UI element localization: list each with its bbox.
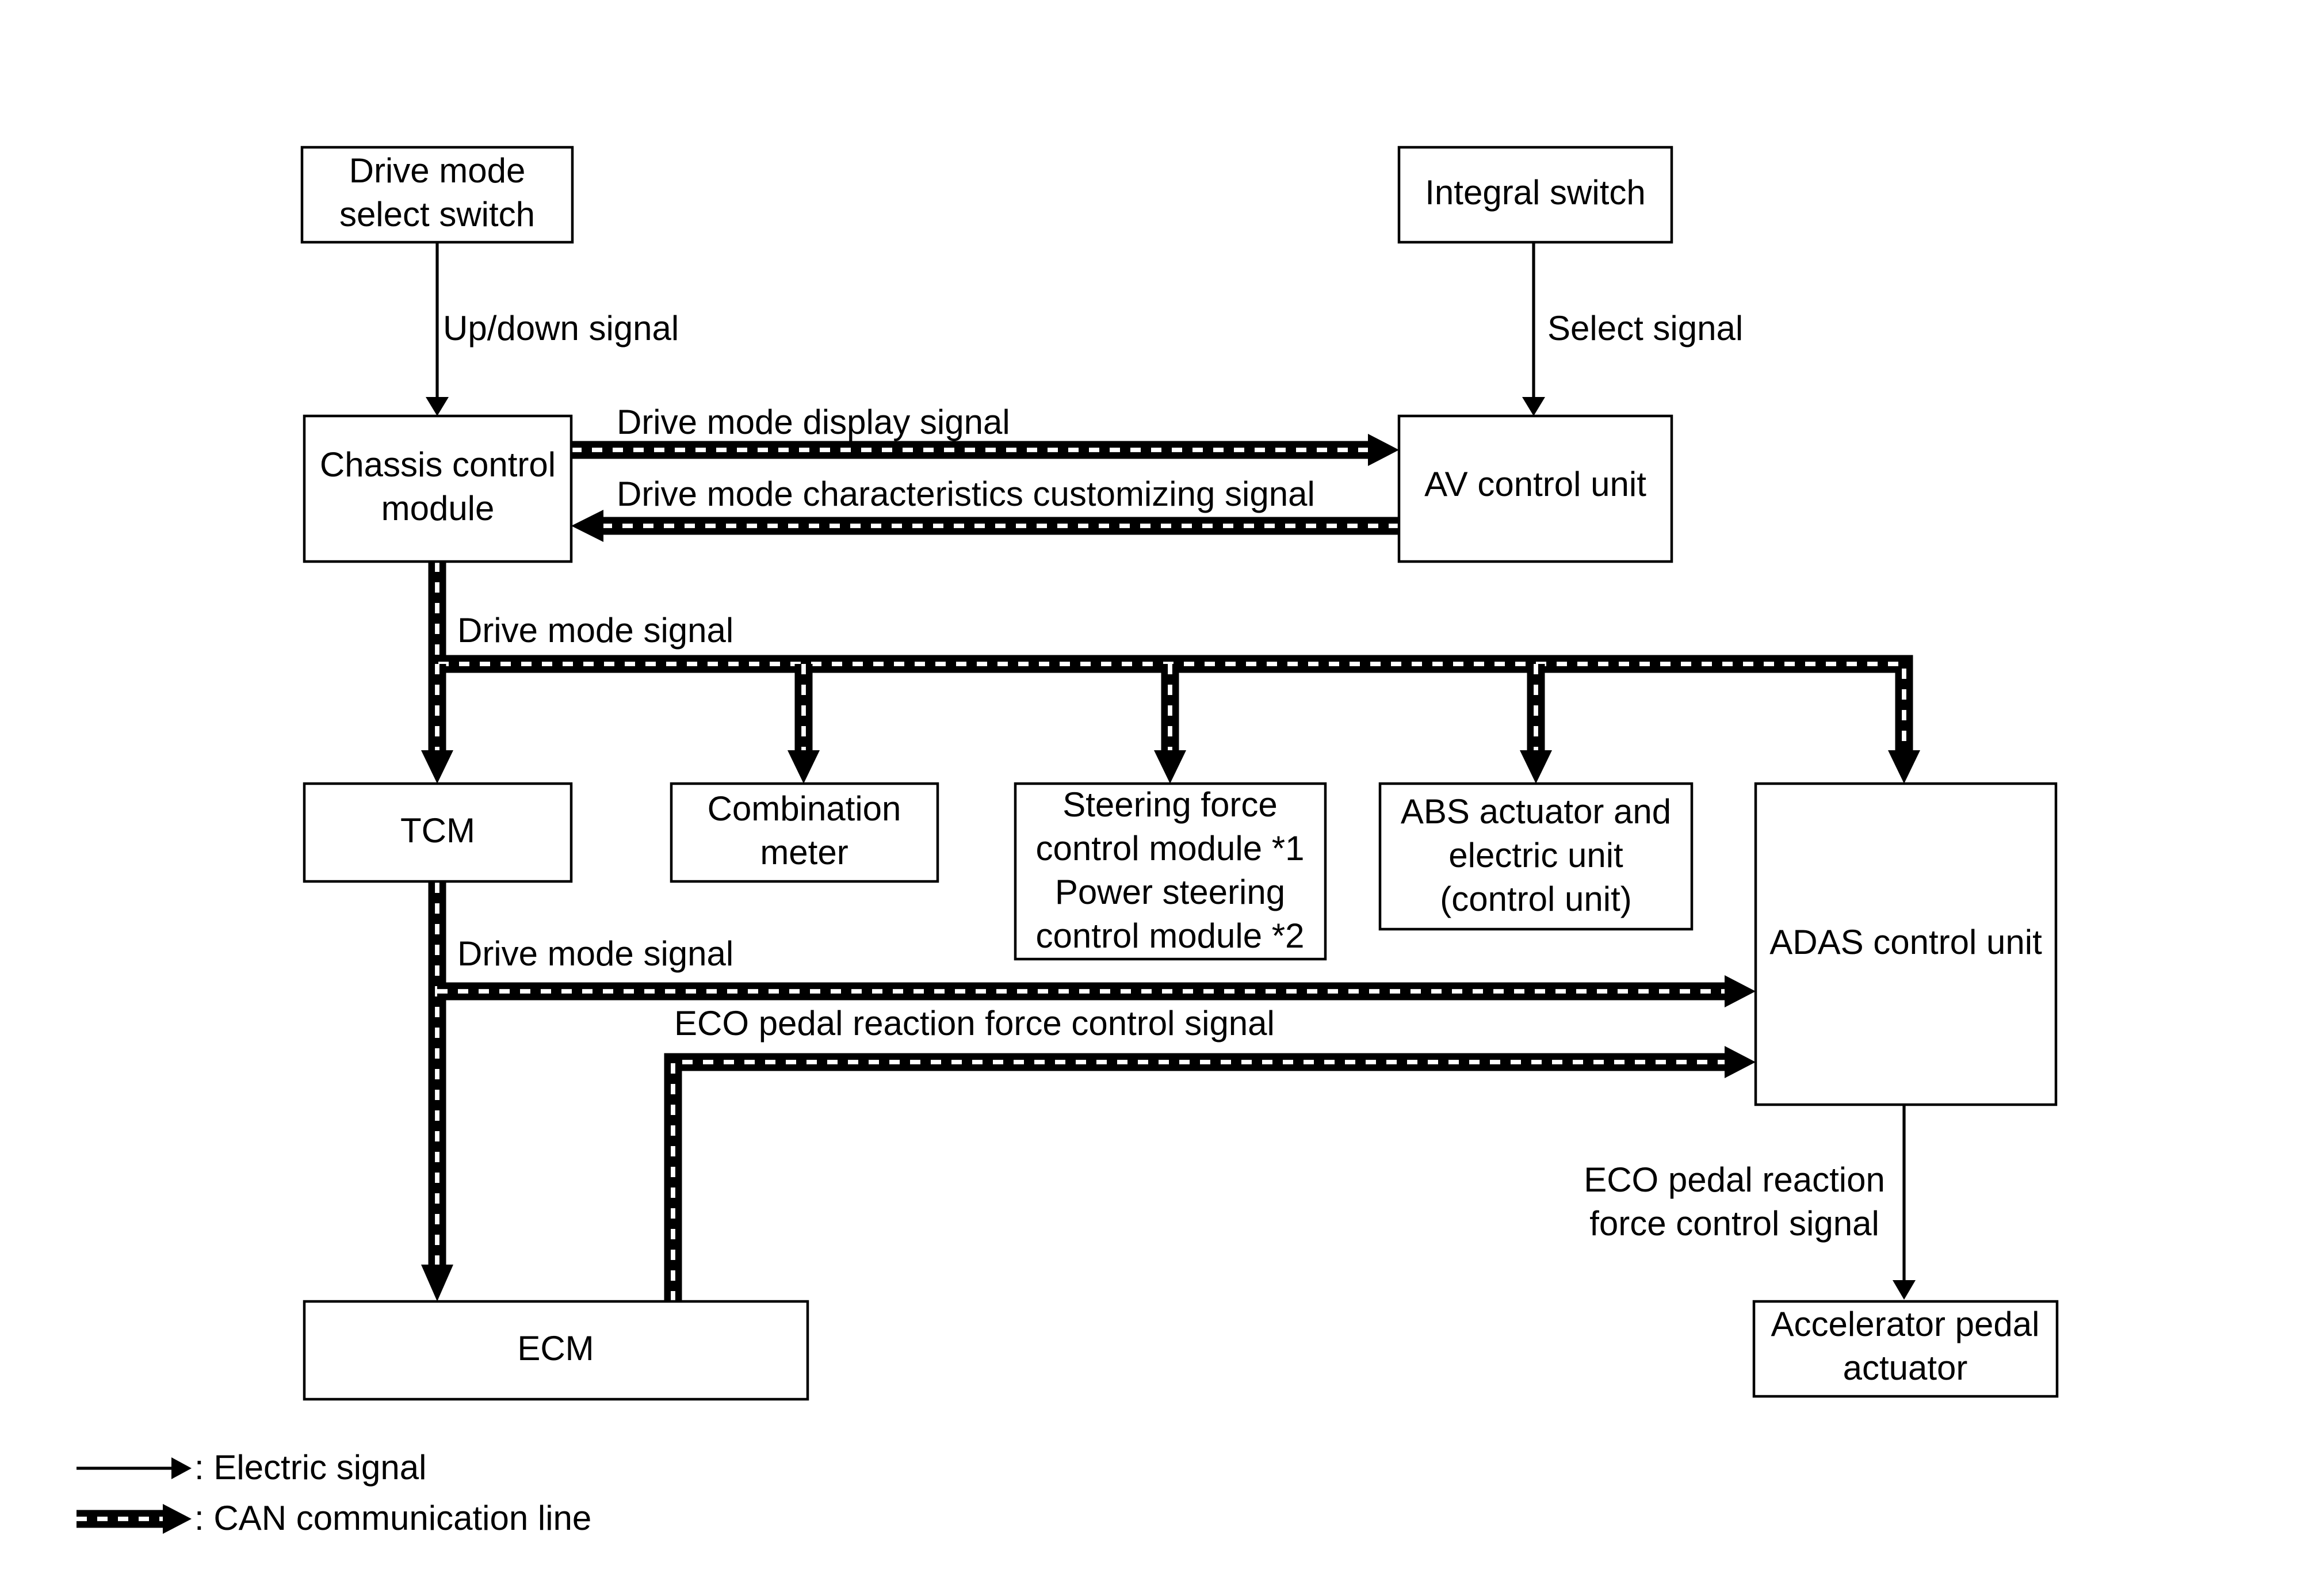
chassis-control-module: Chassis control module <box>303 414 573 563</box>
integral-switch-label: Integral switch <box>1425 173 1646 212</box>
steering-control-module-label: Steering force <box>1062 785 1278 824</box>
select-signal-label: Select signal <box>1547 309 1743 348</box>
drive-mode-signal-tcm-label: Drive mode signal <box>457 934 733 973</box>
drive-mode-display-signal-label: Drive mode display signal <box>617 403 1010 441</box>
eco-signal-to-accelerator-label: force control signal <box>1589 1204 1879 1243</box>
drive-mode-select-switch-label: Drive mode <box>349 151 526 190</box>
accelerator-pedal-actuator-label: Accelerator pedal <box>1771 1305 2040 1343</box>
legend: : Electric signal : CAN communication li… <box>77 1448 591 1537</box>
adas-control-unit: ADAS control unit <box>1754 782 2058 1106</box>
steering-control-module: Steering force control module *1 Power s… <box>1014 782 1327 961</box>
ecm: ECM <box>303 1300 809 1401</box>
accelerator-pedal-actuator: Accelerator pedal actuator <box>1752 1300 2059 1398</box>
tcm-label: TCM <box>400 811 475 850</box>
eco-signal-to-adas-label: ECO pedal reaction force control signal <box>674 1004 1275 1043</box>
can-drive-mode-bus <box>421 562 1920 784</box>
legend-can-label: : CAN communication line <box>194 1499 591 1537</box>
abs-actuator-unit: ABS actuator and electric unit (control … <box>1378 782 1694 931</box>
ecm-label: ECM <box>517 1329 594 1368</box>
electric-line-integral-to-av <box>1522 242 1545 416</box>
av-control-unit: AV control unit <box>1397 414 1673 563</box>
legend-can-arrow <box>77 1504 192 1534</box>
drive-mode-select-switch-label: select switch <box>339 195 535 234</box>
can-line-ecm-to-adas <box>664 1046 1756 1301</box>
combination-meter-label: meter <box>760 833 848 872</box>
steering-control-module-label: control module *2 <box>1036 917 1305 955</box>
legend-electric-label: : Electric signal <box>194 1448 426 1487</box>
steering-control-module-label: control module *1 <box>1036 829 1305 868</box>
accelerator-pedal-actuator-label: actuator <box>1843 1349 1968 1387</box>
combination-meter-label: Combination <box>708 789 901 828</box>
can-line-chassis-to-av <box>571 434 1399 466</box>
abs-actuator-unit-label: electric unit <box>1448 836 1623 875</box>
av-control-unit-label: AV control unit <box>1424 465 1646 503</box>
integral-switch: Integral switch <box>1397 146 1673 244</box>
combination-meter: Combination meter <box>670 782 939 883</box>
tcm: TCM <box>303 782 573 883</box>
up-down-signal-label: Up/down signal <box>443 309 679 348</box>
customizing-signal-label: Drive mode characteristics customizing s… <box>617 475 1315 513</box>
legend-electric-arrow <box>77 1457 192 1479</box>
chassis-control-module-label: module <box>381 489 495 528</box>
can-line-av-to-chassis <box>571 510 1399 542</box>
abs-actuator-unit-label: (control unit) <box>1440 880 1631 918</box>
can-line-tcm-to-ecm <box>421 883 453 1301</box>
electric-line-adas-to-accelerator <box>1893 1105 1916 1300</box>
can-line-tcm-to-adas <box>437 975 1756 1007</box>
drive-mode-signal-bus-label: Drive mode signal <box>457 611 733 650</box>
chassis-control-module-label: Chassis control <box>320 445 556 484</box>
drive-mode-select-switch: Drive mode select switch <box>300 146 574 244</box>
steering-control-module-label: Power steering <box>1055 873 1285 911</box>
electric-line-switch-to-chassis <box>426 242 449 416</box>
abs-actuator-unit-label: ABS actuator and <box>1401 792 1671 831</box>
adas-control-unit-label: ADAS control unit <box>1769 923 2042 961</box>
eco-signal-to-accelerator-label: ECO pedal reaction <box>1584 1160 1885 1199</box>
